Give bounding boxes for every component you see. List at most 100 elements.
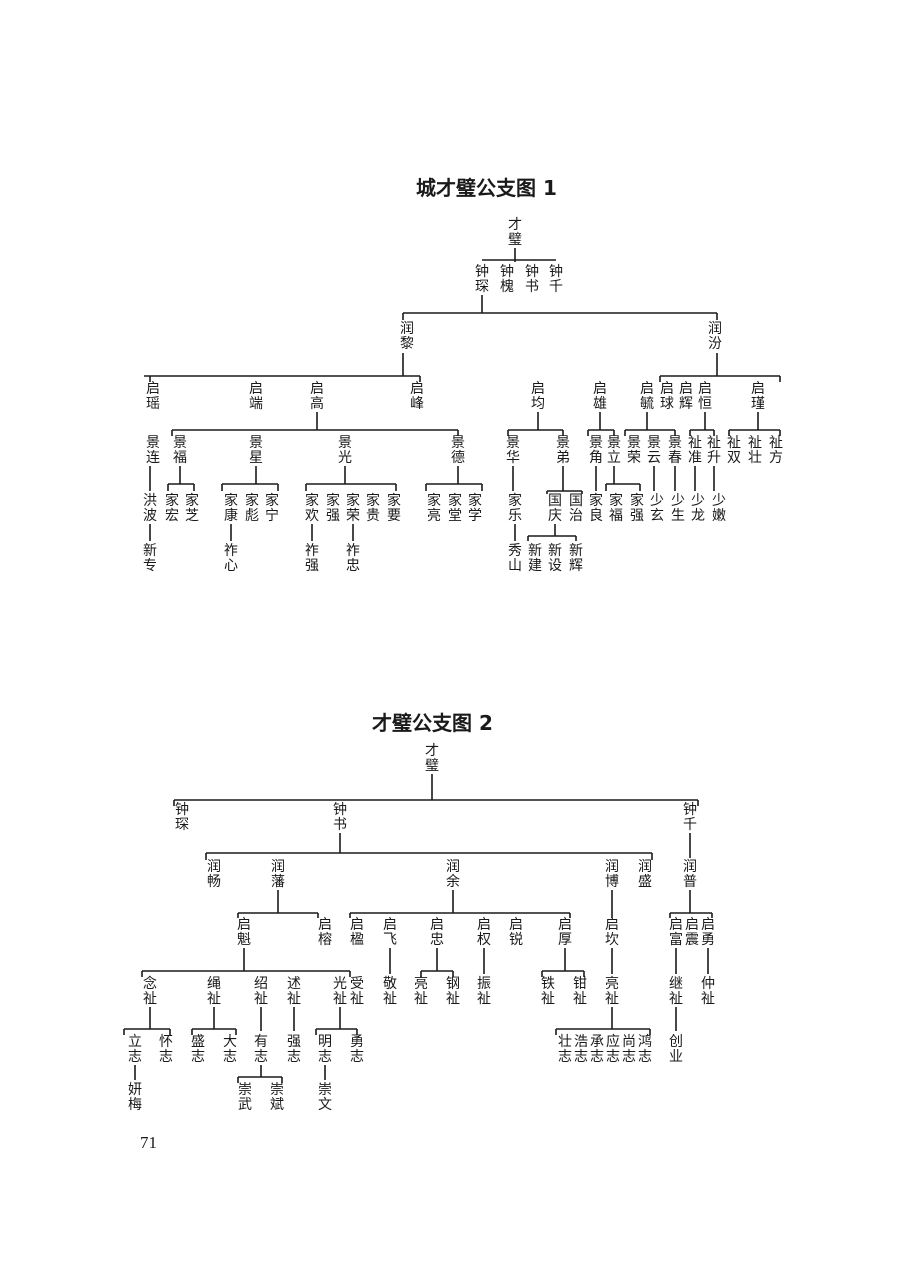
person-name: 润盛 <box>638 859 652 890</box>
person-name: 景连 <box>146 435 160 466</box>
person-name: 立志 <box>128 1034 142 1065</box>
person-name: 钳祉 <box>573 976 587 1007</box>
person-name: 敬祉 <box>383 976 397 1007</box>
person-name: 家强 <box>630 493 644 524</box>
person-name: 润普 <box>683 859 697 890</box>
person-name: 润畅 <box>207 859 221 890</box>
chart1-title: 城才璧公支图 1 <box>416 176 557 200</box>
person-name: 家福 <box>609 493 623 524</box>
page-number: 71 <box>140 1133 157 1152</box>
person-name: 祉准 <box>688 435 702 466</box>
person-name: 崇武 <box>238 1082 252 1113</box>
person-name: 启均 <box>531 381 545 412</box>
person-name: 国治 <box>569 493 583 524</box>
person-name: 新建 <box>528 543 542 574</box>
person-name: 景福 <box>173 435 187 466</box>
person-name: 启瑾 <box>751 381 765 412</box>
person-name: 景华 <box>506 435 520 466</box>
person-name: 祉升 <box>707 435 721 466</box>
person-name: 家荣 <box>346 493 360 524</box>
person-name: 祉双 <box>727 435 741 466</box>
person-name: 启震 <box>685 917 699 948</box>
person-name: 念祉 <box>143 976 157 1007</box>
person-name: 少龙 <box>691 493 705 524</box>
person-name: 仲祉 <box>701 976 715 1007</box>
person-name: 家芝 <box>185 493 199 524</box>
person-name: 述祉 <box>287 976 301 1007</box>
person-name: 家乐 <box>508 493 522 524</box>
person-name: 祚心 <box>224 543 238 574</box>
person-name: 妍梅 <box>128 1082 142 1113</box>
person-name: 尚志 <box>622 1034 636 1065</box>
person-name: 启恒 <box>698 381 712 412</box>
person-name: 钟槐 <box>500 264 514 295</box>
person-name: 承志 <box>590 1034 604 1065</box>
person-name: 启锐 <box>509 917 523 948</box>
person-name: 润藩 <box>271 859 285 890</box>
person-name: 钟琛 <box>175 802 189 833</box>
person-name: 景立 <box>607 435 621 466</box>
person-name: 勇志 <box>350 1034 364 1065</box>
person-name: 强志 <box>287 1034 301 1065</box>
person-name: 景星 <box>249 435 263 466</box>
person-name: 少嫩 <box>712 493 726 524</box>
person-name: 景云 <box>647 435 661 466</box>
person-name: 创业 <box>669 1034 683 1065</box>
person-name: 家学 <box>468 493 482 524</box>
person-name: 润黎 <box>400 321 414 352</box>
person-name: 启忠 <box>430 917 444 948</box>
person-name: 启雄 <box>593 381 607 412</box>
person-name: 家欢 <box>305 493 319 524</box>
person-name: 家要 <box>387 493 401 524</box>
person-name: 崇文 <box>318 1082 332 1113</box>
person-name: 国庆 <box>548 493 562 524</box>
person-name: 润余 <box>446 859 460 890</box>
person-name: 家宁 <box>265 493 279 524</box>
person-name: 祚忠 <box>346 543 360 574</box>
person-name: 壮志 <box>558 1034 572 1065</box>
person-name: 润汾 <box>708 321 722 352</box>
person-name: 启楹 <box>350 917 364 948</box>
person-name: 祚强 <box>305 543 319 574</box>
person-name: 钟千 <box>549 264 563 295</box>
person-name: 钟书 <box>525 264 539 295</box>
person-name: 启飞 <box>383 917 397 948</box>
person-name: 钟书 <box>333 802 347 833</box>
person-name: 家堂 <box>448 493 462 524</box>
person-name: 启富 <box>669 917 683 948</box>
person-name: 崇斌 <box>270 1082 284 1113</box>
person-name: 光祉 <box>333 976 347 1007</box>
person-name: 铁祉 <box>541 976 555 1007</box>
person-name: 秀山 <box>508 543 522 574</box>
person-name: 亮祉 <box>414 976 428 1007</box>
person-name: 明志 <box>318 1034 332 1065</box>
person-name: 启榕 <box>318 917 332 948</box>
person-name: 启魁 <box>237 917 251 948</box>
person-name: 鸿志 <box>638 1034 652 1065</box>
person-name: 景弟 <box>556 435 570 466</box>
person-name: 启勇 <box>701 917 715 948</box>
person-name: 怀志 <box>159 1034 173 1065</box>
person-name: 亮祉 <box>605 976 619 1007</box>
person-name: 启坎 <box>605 917 619 948</box>
person-name: 家贵 <box>366 493 380 524</box>
person-name: 家彪 <box>245 493 259 524</box>
person-name: 祉壮 <box>748 435 762 466</box>
chart2-title: 才璧公支图 2 <box>372 711 493 735</box>
person-name: 钢祉 <box>446 976 460 1007</box>
person-name: 新专 <box>143 543 157 574</box>
person-name: 景角 <box>589 435 603 466</box>
person-name: 家宏 <box>165 493 179 524</box>
person-name: 家强 <box>326 493 340 524</box>
person-name: 启球 <box>660 381 674 412</box>
person-name: 继祉 <box>669 976 683 1007</box>
person-name: 润博 <box>605 859 619 890</box>
person-name: 启厚 <box>558 917 572 948</box>
person-name: 钟千 <box>683 802 697 833</box>
person-name: 受祉 <box>350 976 364 1007</box>
person-name: 浩志 <box>574 1034 588 1065</box>
person-name: 盛志 <box>191 1034 205 1065</box>
person-name: 景光 <box>338 435 352 466</box>
